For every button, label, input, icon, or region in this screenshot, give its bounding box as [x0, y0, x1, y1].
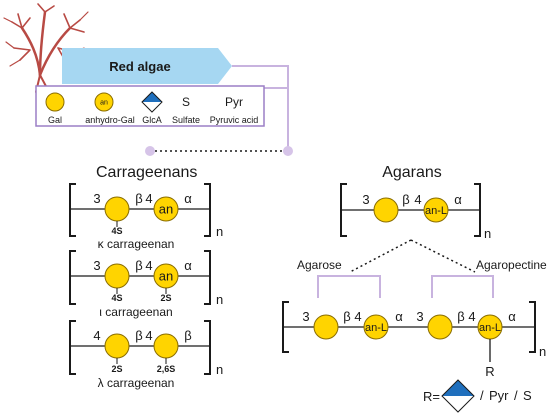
kappa-name: κ carrageenan — [98, 237, 175, 251]
r-separator-2: / — [514, 388, 518, 403]
legend-anhydro-symbol: an — [100, 100, 108, 107]
kappa-residue2: an — [159, 202, 173, 217]
legend-label-glca: GlcA — [142, 115, 162, 125]
legend-label-sulfate: Sulfate — [172, 115, 200, 125]
agaran-link2: 4 — [414, 192, 421, 207]
legend-glca-diamond-icon — [141, 91, 163, 113]
ext-u2-anomer1: β — [457, 309, 464, 324]
iota-sub2: 2S — [160, 293, 171, 303]
connector-lines — [232, 65, 289, 151]
ext-substituent: R — [485, 364, 494, 379]
lambda-anomer2: β — [184, 328, 191, 343]
iota-link2: 4 — [145, 258, 152, 273]
kappa-anomer1: β — [135, 191, 142, 206]
kappa-link2: 4 — [145, 191, 152, 206]
ext-repeat-n: n — [539, 344, 546, 359]
legend-label-pyruvic-acid: Pyruvic acid — [210, 115, 259, 125]
agaran-extended-chain — [282, 301, 536, 362]
legend-gal-circle — [45, 92, 65, 112]
carrageenan-lambda — [69, 320, 211, 375]
agaran-residue2: an-L — [425, 205, 447, 217]
iota-link1: 3 — [93, 258, 100, 273]
legend-pyr-symbol: Pyr — [225, 95, 243, 109]
r-glca-diamond-icon — [441, 379, 475, 413]
carrageenan-iota — [69, 250, 211, 305]
r-option-pyr: Pyr — [489, 388, 509, 403]
r-option-s: S — [523, 388, 532, 403]
agaran-bracket-connectors — [317, 275, 494, 298]
ext-u1-link2: 4 — [354, 309, 361, 324]
lambda-repeat-n: n — [216, 362, 223, 377]
carrageenan-kappa — [69, 183, 211, 237]
agaran-unit — [340, 183, 481, 237]
ext-u2-anomer2: α — [508, 309, 516, 324]
legend: Gal an anhydro-Gal GlcA S Sulfate Pyr Py… — [35, 85, 265, 127]
lambda-link1: 4 — [93, 328, 100, 343]
kappa-link1: 3 — [93, 191, 100, 206]
iota-anomer1: β — [135, 258, 142, 273]
ext-u2-link2: 4 — [468, 309, 475, 324]
lambda-link2: 4 — [145, 328, 152, 343]
kappa-sub1: 4S — [111, 226, 122, 236]
agaropectine-label: Agaropectine — [476, 258, 547, 272]
carrageenans-title: Carrageenans — [96, 164, 197, 181]
agarose-label: Agarose — [297, 258, 342, 272]
lambda-anomer1: β — [135, 328, 142, 343]
agaran-anomer2: α — [454, 192, 462, 207]
ext-u1-residue2: an-L — [365, 322, 387, 334]
legend-anhydro-gal-circle — [94, 92, 114, 112]
node-agarans — [283, 146, 293, 156]
r-separator-1: / — [480, 388, 484, 403]
ext-u1-anomer1: β — [343, 309, 350, 324]
kappa-repeat-n: n — [216, 224, 223, 239]
red-algae-banner: Red algae — [62, 48, 232, 84]
lambda-sub1: 2S — [111, 364, 122, 374]
ext-u1-link1: 3 — [302, 309, 309, 324]
banner-label: Red algae — [109, 59, 170, 74]
iota-sub1: 4S — [111, 293, 122, 303]
ext-u2-link1: 3 — [416, 309, 423, 324]
legend-sulfate-symbol: S — [182, 95, 190, 109]
node-carrageenans — [145, 146, 155, 156]
r-definition-prefix: R= — [423, 389, 440, 404]
iota-name: ι carrageenan — [99, 305, 172, 319]
legend-label-anhydro-gal: anhydro-Gal — [85, 115, 135, 125]
ext-u1-anomer2: α — [395, 309, 403, 324]
lambda-name: λ carrageenan — [98, 376, 175, 390]
iota-anomer2: α — [184, 258, 192, 273]
agaran-repeat-n: n — [484, 226, 491, 241]
agaran-anomer1: β — [402, 192, 409, 207]
agaran-link1: 3 — [362, 192, 369, 207]
agaran-branch-lines — [349, 239, 476, 273]
ext-u2-residue2: an-L — [479, 322, 501, 334]
kappa-anomer2: α — [184, 191, 192, 206]
red-algae-illustration — [3, 3, 89, 93]
legend-label-gal: Gal — [48, 115, 62, 125]
iota-repeat-n: n — [216, 292, 223, 307]
iota-residue2: an — [159, 269, 173, 284]
lambda-sub2: 2,6S — [157, 364, 176, 374]
agarans-title: Agarans — [382, 164, 442, 181]
